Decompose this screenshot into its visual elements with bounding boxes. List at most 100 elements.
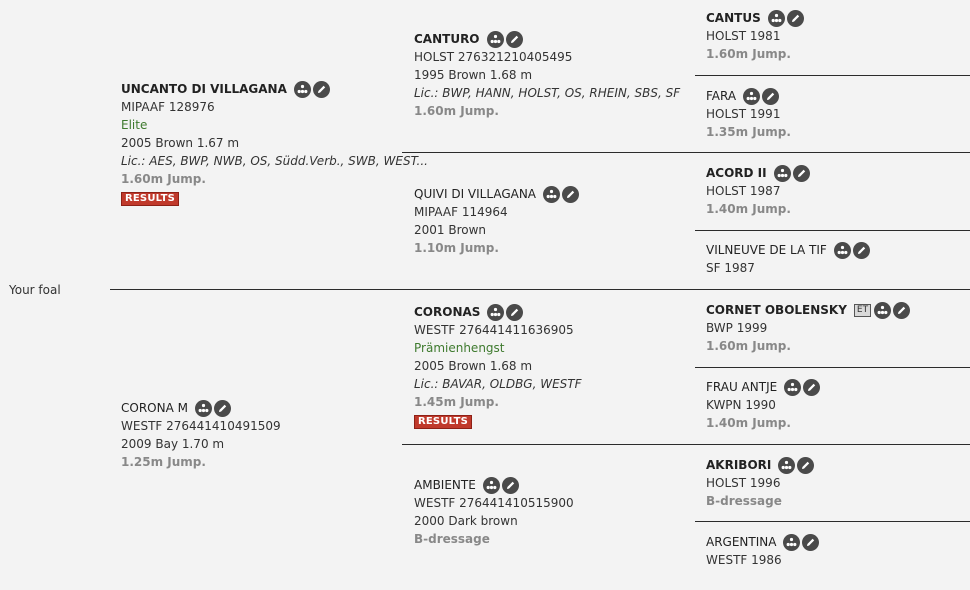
edit-pencil-icon[interactable] xyxy=(562,185,580,203)
divider-gen3-c xyxy=(695,367,970,368)
registration: MIPAAF 128976 xyxy=(121,100,215,114)
horse-name[interactable]: AMBIENTE xyxy=(414,478,476,492)
pedigree-tree-icon[interactable] xyxy=(293,80,311,98)
pedigree-tree-icon[interactable] xyxy=(778,456,796,474)
horse-card-dsd: FRAU ANTJE KWPN 1990 1.40m Jump. xyxy=(706,378,821,432)
pedigree-tree-icon[interactable] xyxy=(783,533,801,551)
horse-card-sdd: VILNEUVE DE LA TIF SF 1987 xyxy=(706,241,870,277)
pedigree-tree-icon[interactable] xyxy=(784,378,802,396)
pedigree-tree-icon[interactable] xyxy=(874,301,892,319)
pedigree-tree-icon[interactable] xyxy=(767,9,785,27)
horse-card-ddd: ARGENTINA WESTF 1986 xyxy=(706,533,820,569)
horse-name[interactable]: AKRIBORI xyxy=(706,458,772,472)
performance: B-dressage xyxy=(414,532,490,546)
performance: 1.40m Jump. xyxy=(706,202,791,216)
horse-name[interactable]: UNCANTO DI VILLAGANA xyxy=(121,82,287,96)
registration: WESTF 276441410515900 xyxy=(414,496,574,510)
licensing: Lic.: BAVAR, OLDBG, WESTF xyxy=(414,377,582,391)
horse-card-sire-dam: QUIVI DI VILLAGANA MIPAAF 114964 2001 Br… xyxy=(414,185,580,257)
pedigree-tree-icon[interactable] xyxy=(194,399,212,417)
edit-pencil-icon[interactable] xyxy=(213,399,231,417)
predicate: Elite xyxy=(121,118,148,132)
horse-name[interactable]: CORNET OBOLENSKY xyxy=(706,303,847,317)
registration: HOLST 1996 xyxy=(706,476,781,490)
horse-card-sire-sire: CANTURO HOLST 276321210405495 1995 Brown… xyxy=(414,30,680,120)
registration: MIPAAF 114964 xyxy=(414,205,508,219)
results-button[interactable]: RESULTS xyxy=(121,192,179,206)
birth-info: 2005 Brown 1.67 m xyxy=(121,136,240,150)
performance: B-dressage xyxy=(706,494,782,508)
edit-pencil-icon[interactable] xyxy=(762,87,780,105)
edit-pencil-icon[interactable] xyxy=(506,303,524,321)
et-badge[interactable]: ET xyxy=(853,303,872,317)
horse-name[interactable]: CANTUS xyxy=(706,11,761,25)
registration: SF 1987 xyxy=(706,261,755,275)
edit-pencil-icon[interactable] xyxy=(786,9,804,27)
performance: 1.60m Jump. xyxy=(706,47,791,61)
pedigree-tree-icon[interactable] xyxy=(743,87,761,105)
horse-card-ssd: FARA HOLST 1991 1.35m Jump. xyxy=(706,87,791,141)
registration: WESTF 1986 xyxy=(706,553,782,567)
pedigree-tree-icon[interactable] xyxy=(486,30,504,48)
registration: HOLST 1991 xyxy=(706,107,781,121)
performance: 1.40m Jump. xyxy=(706,416,791,430)
edit-pencil-icon[interactable] xyxy=(792,164,810,182)
registration: HOLST 1981 xyxy=(706,29,781,43)
performance: 1.10m Jump. xyxy=(414,241,499,255)
divider-dam-gen2 xyxy=(402,444,970,445)
performance: 1.60m Jump. xyxy=(121,172,206,186)
horse-name[interactable]: CANTURO xyxy=(414,32,480,46)
edit-pencil-icon[interactable] xyxy=(893,301,911,319)
birth-info: 2005 Brown 1.68 m xyxy=(414,359,533,373)
your-foal-label: Your foal xyxy=(9,283,61,297)
performance: 1.60m Jump. xyxy=(414,104,499,118)
edit-pencil-icon[interactable] xyxy=(802,533,820,551)
edit-pencil-icon[interactable] xyxy=(803,378,821,396)
divider-gen3-b xyxy=(695,230,970,231)
horse-name[interactable]: QUIVI DI VILLAGANA xyxy=(414,187,537,201)
horse-card-sds: ACORD II HOLST 1987 1.40m Jump. xyxy=(706,164,810,218)
horse-name[interactable]: CORONA M xyxy=(121,401,188,415)
registration: HOLST 1987 xyxy=(706,184,781,198)
horse-name[interactable]: FRAU ANTJE xyxy=(706,380,778,394)
registration: HOLST 276321210405495 xyxy=(414,50,573,64)
divider-gen3-a xyxy=(695,75,970,76)
pedigree-tree-icon[interactable] xyxy=(833,241,851,259)
pedigree-tree-icon[interactable] xyxy=(773,164,791,182)
edit-pencil-icon[interactable] xyxy=(505,30,523,48)
registration: BWP 1999 xyxy=(706,321,768,335)
pedigree-tree-icon[interactable] xyxy=(487,303,505,321)
birth-info: 2001 Brown xyxy=(414,223,487,237)
registration: WESTF 276441411636905 xyxy=(414,323,574,337)
birth-info: 2000 Dark brown xyxy=(414,514,518,528)
licensing: Lic.: BWP, HANN, HOLST, OS, RHEIN, SBS, … xyxy=(414,86,681,100)
horse-card-dam-dam: AMBIENTE WESTF 276441410515900 2000 Dark… xyxy=(414,476,574,548)
performance: 1.60m Jump. xyxy=(706,339,791,353)
performance: 1.25m Jump. xyxy=(121,455,206,469)
performance: 1.35m Jump. xyxy=(706,125,791,139)
birth-info: 2009 Bay 1.70 m xyxy=(121,437,225,451)
horse-name[interactable]: CORONAS xyxy=(414,305,481,319)
registration: KWPN 1990 xyxy=(706,398,776,412)
performance: 1.45m Jump. xyxy=(414,395,499,409)
horse-name[interactable]: ACORD II xyxy=(706,166,767,180)
horse-name[interactable]: VILNEUVE DE LA TIF xyxy=(706,243,827,257)
pedigree-tree-icon[interactable] xyxy=(543,185,561,203)
results-button[interactable]: RESULTS xyxy=(414,415,472,429)
horse-card-dss: CORNET OBOLENSKY ET BWP 1999 1.60m Jump. xyxy=(706,301,911,355)
licensing: Lic.: AES, BWP, NWB, OS, Südd.Verb., SWB… xyxy=(121,154,428,168)
edit-pencil-icon[interactable] xyxy=(852,241,870,259)
edit-pencil-icon[interactable] xyxy=(797,456,815,474)
horse-card-dds: AKRIBORI HOLST 1996 B-dressage xyxy=(706,456,815,510)
registration: WESTF 276441410491509 xyxy=(121,419,281,433)
horse-name[interactable]: ARGENTINA xyxy=(706,535,777,549)
horse-card-sire: UNCANTO DI VILLAGANA MIPAAF 128976 Elite… xyxy=(121,80,428,206)
edit-pencil-icon[interactable] xyxy=(501,476,519,494)
horse-name[interactable]: FARA xyxy=(706,89,737,103)
horse-card-dam-sire: CORONAS WESTF 276441411636905 Prämienhen… xyxy=(414,303,582,429)
pedigree-tree-icon[interactable] xyxy=(482,476,500,494)
divider-sire-gen2 xyxy=(402,152,970,153)
edit-pencil-icon[interactable] xyxy=(312,80,330,98)
horse-card-sss: CANTUS HOLST 1981 1.60m Jump. xyxy=(706,9,804,63)
horse-card-dam: CORONA M WESTF 276441410491509 2009 Bay … xyxy=(121,399,281,471)
